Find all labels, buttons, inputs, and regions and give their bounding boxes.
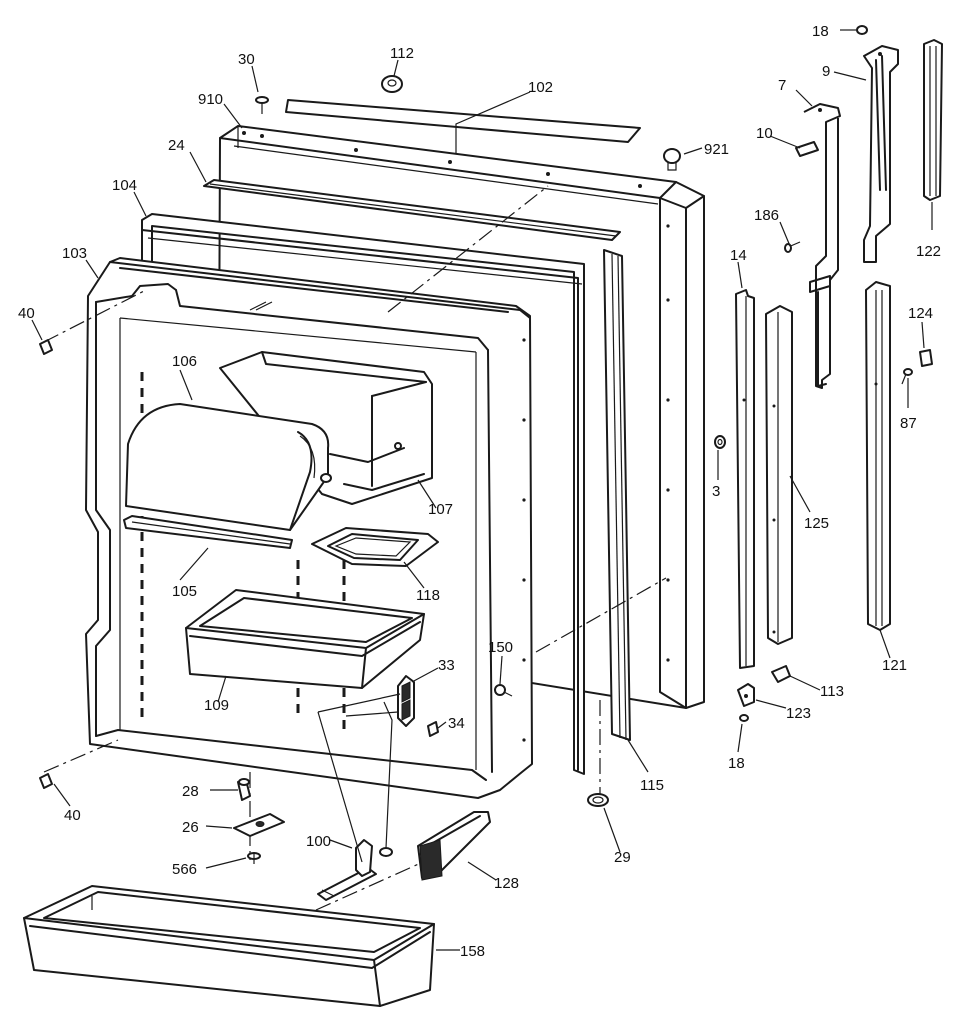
part-113-block (771, 665, 791, 683)
part-124-clip (919, 349, 933, 367)
callout-28: 28 (182, 783, 199, 800)
part-24-top-gasket (203, 179, 621, 241)
part-921-knob (663, 148, 681, 171)
part-105-shelf-rail (123, 515, 293, 549)
part-112-plug (381, 75, 403, 93)
part-125-vertical-channel (765, 305, 793, 645)
part-128-bottom-bracket (417, 811, 491, 881)
callout-105: 105 (172, 583, 197, 600)
callout-labels: 18 9 7 112 30 102 910 921 10 24 104 186 … (18, 23, 941, 960)
part-87-screw (901, 368, 913, 385)
latch-leader-lines (317, 693, 401, 863)
part-18-washer-top (856, 25, 868, 35)
part-121-long-channel (865, 281, 891, 631)
part-14-side-trim (735, 289, 755, 669)
callout-26: 26 (182, 819, 199, 836)
callout-125: 125 (804, 515, 829, 532)
callout-106: 106 (172, 353, 197, 370)
part-40-door-stop-bottom (39, 773, 53, 789)
part-28-hinge-pin (237, 778, 251, 801)
callout-87: 87 (900, 415, 917, 432)
part-107-dairy-compartment (219, 351, 433, 505)
callout-104: 104 (112, 177, 137, 194)
callout-158: 158 (460, 943, 485, 960)
callout-121: 121 (882, 657, 907, 674)
part-9-hinge-arm (863, 45, 899, 263)
callout-7: 7 (778, 77, 786, 94)
callout-124: 124 (908, 305, 933, 322)
callout-118: 118 (416, 587, 440, 604)
callout-24: 24 (168, 137, 185, 154)
callout-107: 107 (428, 501, 453, 518)
callout-910: 910 (198, 91, 223, 108)
part-3-nut (714, 435, 726, 449)
part-109-door-bin (185, 589, 425, 689)
part-566-screw (247, 852, 261, 864)
callout-14: 14 (730, 247, 747, 264)
part-102-top-trim-strip (285, 99, 641, 143)
part-115-side-gasket-strip (603, 249, 631, 741)
callout-186: 186 (754, 207, 779, 224)
callout-115: 115 (640, 777, 664, 794)
callout-103: 103 (62, 245, 87, 262)
callout-128: 128 (494, 875, 519, 892)
part-40-door-stop-top (39, 339, 53, 355)
callout-3: 3 (712, 483, 720, 500)
callout-10: 10 (756, 125, 773, 142)
callout-34: 34 (448, 715, 465, 732)
part-18-washer-bottom (739, 714, 749, 722)
callout-566: 566 (172, 861, 197, 878)
callout-40-bottom: 40 (64, 807, 81, 824)
callout-18-top: 18 (812, 23, 829, 40)
callout-40-top: 40 (18, 305, 35, 322)
part-30-screw (255, 96, 269, 114)
callout-33: 33 (438, 657, 455, 674)
part-34-clip (427, 721, 439, 737)
part-150-pivot-screw (494, 684, 513, 697)
callout-122: 122 (916, 243, 941, 260)
part-122-narrow-channel (923, 39, 943, 201)
callout-123: 123 (786, 705, 811, 722)
part-186-screw (784, 241, 801, 253)
part-29-grommet (587, 793, 609, 807)
callout-113: 113 (820, 683, 844, 700)
callout-30: 30 (238, 51, 255, 68)
part-26-hinge-plate (233, 813, 285, 837)
part-10-clip (795, 141, 819, 157)
callout-921: 921 (704, 141, 729, 158)
part-158-bottom-bin (23, 885, 435, 1007)
callout-150: 150 (488, 639, 513, 656)
part-100-bottom-cam (317, 839, 393, 901)
part-123-bottom-bracket (737, 683, 755, 707)
part-106-dairy-door (125, 403, 332, 531)
part-7-upper-hinge-bracket (803, 103, 841, 389)
assembly-center-lines (43, 185, 667, 911)
callout-9: 9 (822, 63, 830, 80)
callout-18-bottom: 18 (728, 755, 745, 772)
callout-leader-lines (31, 29, 933, 951)
callout-109: 109 (204, 697, 229, 714)
callout-29: 29 (614, 849, 631, 866)
callout-100: 100 (306, 833, 331, 850)
callout-112: 112 (390, 45, 414, 62)
callout-102: 102 (528, 79, 553, 96)
part-33-latch-bracket (397, 675, 415, 727)
part-118-egg-tray (311, 527, 439, 567)
